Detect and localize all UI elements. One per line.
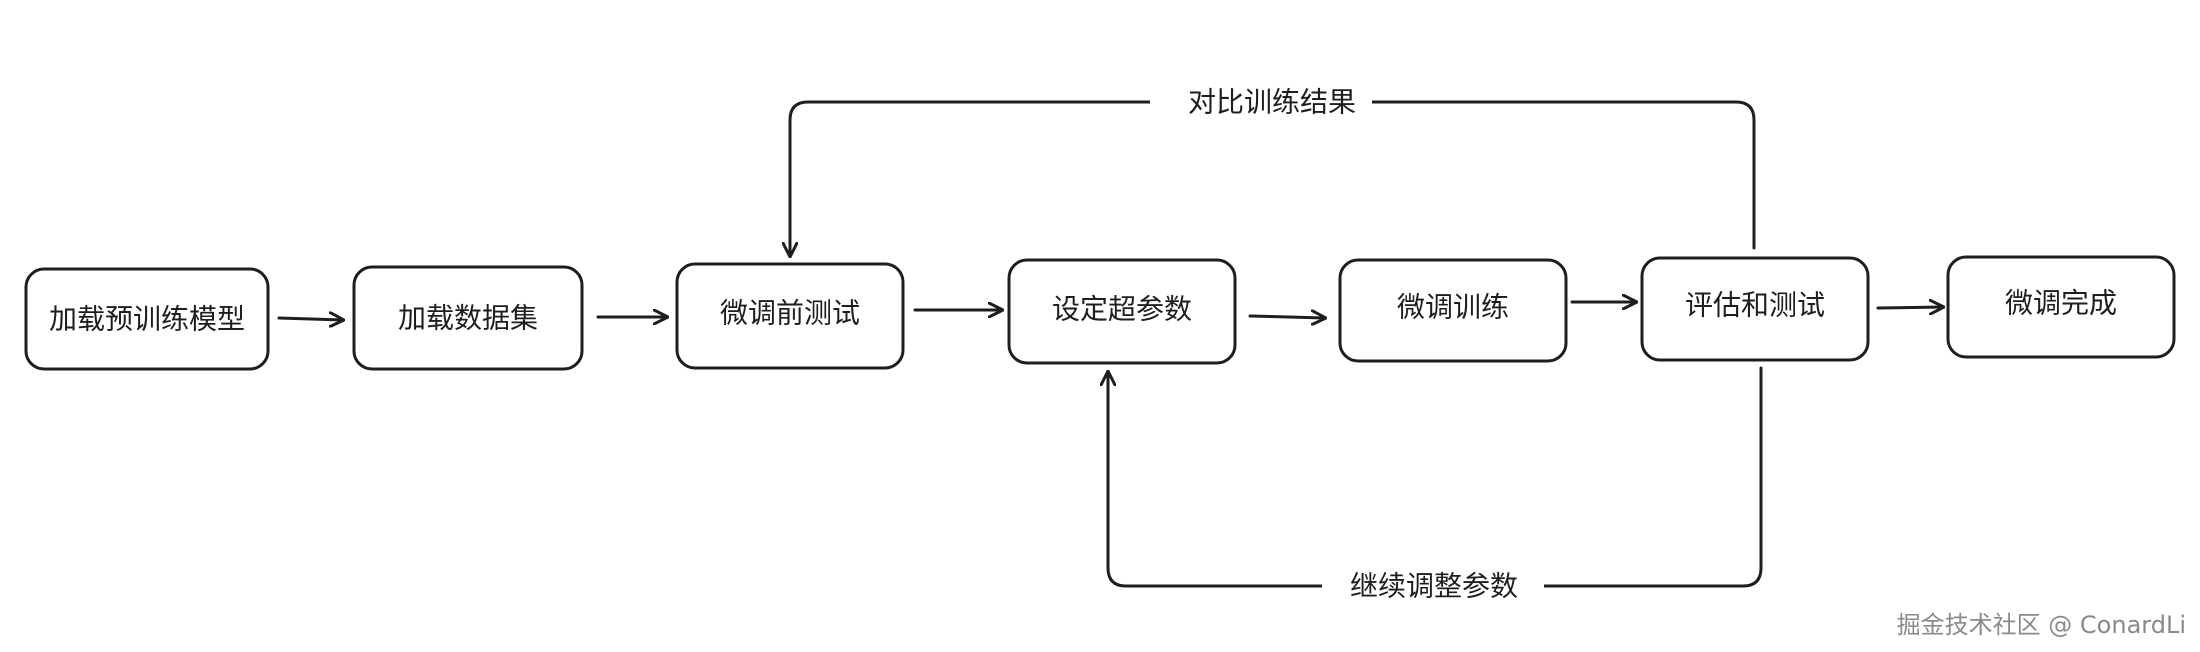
edge-label-continue-adjusting: 继续调整参数 bbox=[1350, 570, 1518, 603]
edge-label-bg-compare bbox=[1150, 82, 1372, 122]
edge-label-compare-results: 对比训练结果 bbox=[1188, 86, 1356, 119]
edge-evaluate-to-pre-test bbox=[790, 100, 1756, 256]
node-done: 微调完成 bbox=[1946, 255, 2176, 359]
node-load-dataset: 加载数据集 bbox=[352, 265, 584, 371]
node-evaluate: 评估和测试 bbox=[1640, 256, 1870, 362]
edge-label-bg-adjust bbox=[1322, 566, 1544, 606]
node-label: 加载预训练模型 bbox=[49, 303, 245, 336]
node-label: 微调完成 bbox=[2005, 287, 2117, 320]
edge-load-model-to-load-dataset bbox=[277, 318, 343, 320]
edge-evaluate-to-set-hyperparams bbox=[1108, 366, 1763, 588]
node-set-hyperparams: 设定超参数 bbox=[1007, 258, 1237, 365]
node-label: 微调训练 bbox=[1397, 291, 1509, 324]
node-label: 评估和测试 bbox=[1685, 289, 1825, 322]
node-label: 微调前测试 bbox=[720, 297, 860, 330]
nodes: 加载预训练模型 加载数据集 微调前测试 设定超参数 微调训练 评估和测试 微调完… bbox=[24, 255, 2176, 371]
node-pre-test: 微调前测试 bbox=[675, 262, 905, 370]
node-fine-tune: 微调训练 bbox=[1338, 258, 1568, 363]
watermark: 掘金技术社区 @ ConardLi bbox=[1896, 611, 2186, 639]
edges: 对比训练结果 继续调整参数 bbox=[277, 82, 1943, 606]
edge-set-hyperparams-to-fine-tune bbox=[1248, 316, 1325, 318]
edge-evaluate-to-done bbox=[1876, 307, 1943, 308]
node-label: 设定超参数 bbox=[1052, 293, 1192, 326]
node-label: 加载数据集 bbox=[398, 302, 538, 335]
node-load-model: 加载预训练模型 bbox=[24, 267, 270, 371]
